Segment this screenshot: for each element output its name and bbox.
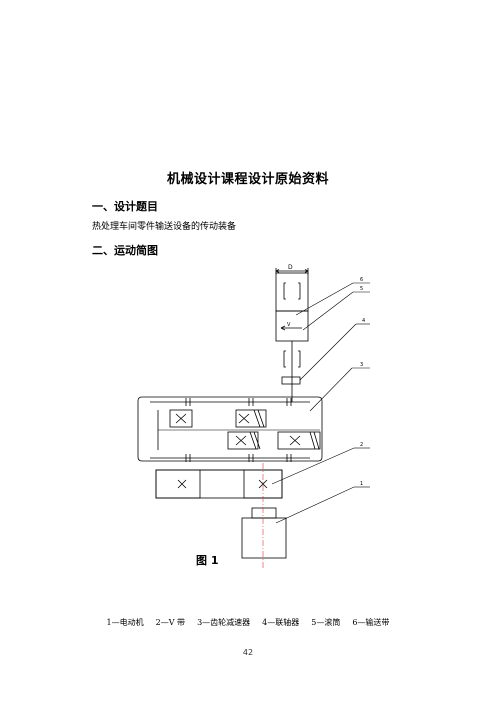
part-number-4: 4 <box>362 318 365 324</box>
diameter-dimension <box>275 268 309 274</box>
diameter-label: D <box>288 264 293 271</box>
bearings-bottom <box>185 454 292 462</box>
parts-legend: 1—电动机 2—V 带 3—齿轮减速器 4—联轴器 5—滚筒 6—输送带 <box>0 617 496 628</box>
part-number-1: 1 <box>360 481 363 487</box>
legend-item: 3—齿轮减速器 <box>197 618 251 627</box>
gear-lower-right <box>277 431 321 450</box>
gear-upper-left <box>169 409 193 428</box>
part-number-5: 5 <box>360 286 363 292</box>
section-heading-design-topic: 一、设计题目 <box>92 200 158 213</box>
legend-item: 2—V 带 <box>155 618 186 627</box>
section-heading-motion-diagram: 二、运动简图 <box>92 244 158 257</box>
legend-item: 1—电动机 <box>106 618 144 627</box>
bearings-top <box>185 398 292 406</box>
legend-item: 4—联轴器 <box>262 618 300 627</box>
gear-lower-left <box>227 431 261 450</box>
document-title: 机械设计课程设计原始资料 <box>166 172 329 187</box>
design-topic-text: 热处理车间零件输送设备的传动装备 <box>92 222 237 232</box>
part-number-6: 6 <box>360 277 363 283</box>
velocity-label: V <box>287 322 291 328</box>
electric-motor <box>241 507 287 559</box>
conveyor-drum <box>275 272 309 368</box>
page-number: 42 <box>242 648 254 657</box>
v-belt-drive <box>155 469 283 499</box>
gearbox-housing <box>137 396 323 462</box>
part-number-2: 2 <box>360 442 363 448</box>
legend-item: 5—滚筒 <box>311 618 341 627</box>
leader-lines <box>271 282 370 524</box>
figure-label: 图 1 <box>196 554 219 567</box>
legend-item: 6—输送带 <box>352 618 390 627</box>
coupling <box>281 376 301 385</box>
gear-upper-right <box>235 409 267 428</box>
part-number-3: 3 <box>360 362 363 368</box>
